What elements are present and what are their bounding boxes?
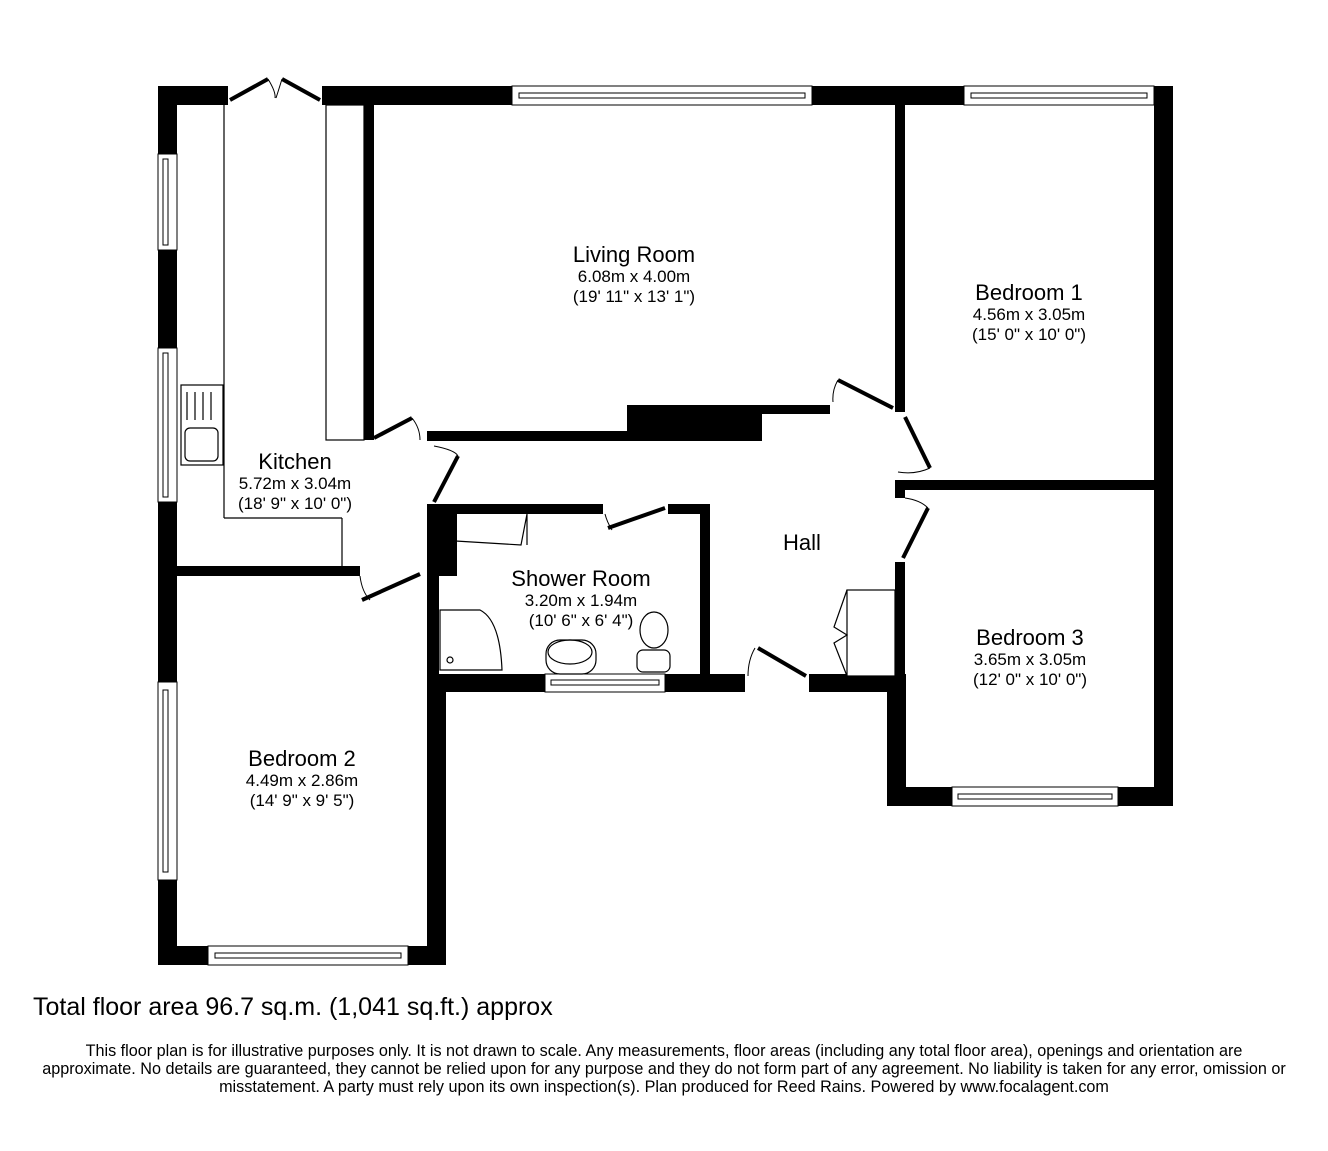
floor-plan [157, 77, 1173, 966]
room-label-shower-room: Shower Room 3.20m x 1.94m (10' 6" x 6' 4… [511, 566, 650, 630]
interior-walls [177, 102, 1173, 692]
room-label-bedroom-2: Bedroom 2 4.49m x 2.86m (14' 9" x 9' 5") [246, 746, 358, 810]
exterior-walls [158, 86, 1173, 965]
room-dimensions-imperial: (18' 9" x 10' 0") [237, 493, 353, 513]
disclaimer-text: This floor plan is for illustrative purp… [42, 1042, 1286, 1096]
room-name: Bedroom 2 [248, 746, 356, 771]
total-floor-area: Total floor area 96.7 sq.m. (1,041 sq.ft… [33, 993, 553, 1021]
room-label-kitchen: Kitchen 5.72m x 3.04m (18' 9" x 10' 0") [238, 449, 352, 513]
room-dimensions-metric: 4.56m x 3.05m [972, 305, 1086, 325]
room-dimensions-metric: 3.20m x 1.94m [524, 591, 638, 611]
room-name: Shower Room [511, 566, 651, 591]
room-dimensions-metric: 5.72m x 3.04m [238, 474, 352, 494]
room-dimensions-imperial: (10' 6" x 6' 4") [528, 610, 634, 630]
kitchen-fittings [180, 104, 365, 566]
room-label-bedroom-1: Bedroom 1 4.56m x 3.05m (15' 0" x 10' 0"… [972, 280, 1086, 344]
room-name: Hall [783, 530, 821, 555]
room-dimensions-imperial: (19' 11" x 13' 1") [572, 286, 696, 306]
shower-tray-icon [439, 609, 503, 671]
room-dimensions-imperial: (14' 9" x 9' 5") [249, 790, 355, 810]
room-name: Bedroom 3 [976, 625, 1084, 650]
room-name: Living Room [572, 242, 696, 267]
room-dimensions-metric: 4.49m x 2.86m [245, 771, 359, 791]
shower-room-fittings [438, 513, 671, 675]
room-dimensions-metric: 6.08m x 4.00m [577, 267, 691, 287]
room-dimensions-metric: 3.65m x 3.05m [973, 650, 1087, 670]
room-name: Bedroom 1 [975, 280, 1083, 305]
room-label-living-room: Living Room 6.08m x 4.00m (19' 11" x 13'… [573, 242, 695, 306]
toilet-icon [636, 649, 671, 673]
doors [229, 77, 932, 678]
room-label-bedroom-3: Bedroom 3 3.65m x 3.05m (12' 0" x 10' 0"… [973, 625, 1087, 689]
room-name: Kitchen [258, 449, 332, 474]
room-label-hall: Hall [783, 530, 821, 555]
room-dimensions-imperial: (12' 0" x 10' 0") [972, 669, 1088, 689]
room-dimensions-imperial: (15' 0" x 10' 0") [971, 324, 1087, 344]
hall-cupboard [833, 589, 896, 677]
windows [157, 85, 1155, 966]
